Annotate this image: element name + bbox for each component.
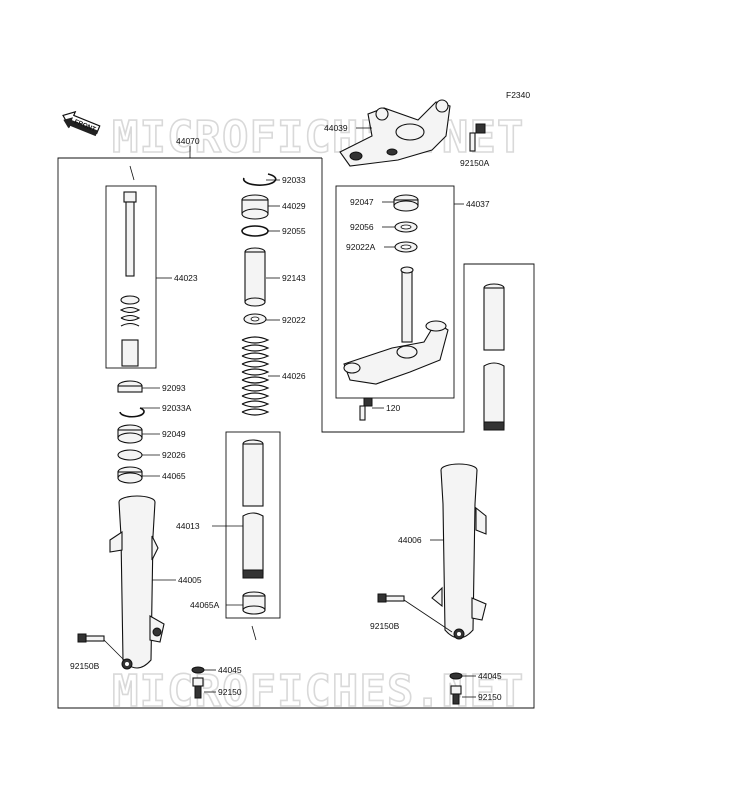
washer-44045-right xyxy=(449,672,463,680)
label-44029: 44029 xyxy=(282,201,306,211)
label-44005: 44005 xyxy=(178,575,202,585)
label-44039: 44039 xyxy=(324,123,348,133)
label-92150-right: 92150 xyxy=(478,692,502,702)
label-92022A: 92022A xyxy=(346,242,376,252)
damper-rod xyxy=(119,191,141,367)
outer-tube-44006 xyxy=(431,463,487,640)
outer-tube-44005 xyxy=(109,495,165,670)
washer-92022 xyxy=(243,313,267,325)
oil-seal-92049 xyxy=(117,424,143,444)
washer-92022A xyxy=(394,241,418,253)
label-92055: 92055 xyxy=(282,226,306,236)
label-120: 120 xyxy=(386,403,400,413)
bushing-44065A xyxy=(242,591,266,615)
dust-seal-92093 xyxy=(117,380,143,393)
label-44013: 44013 xyxy=(176,521,200,531)
label-92143: 92143 xyxy=(282,273,306,283)
spacer-92143 xyxy=(244,247,266,307)
lower-bracket xyxy=(343,266,449,385)
label-44026: 44026 xyxy=(282,371,306,381)
label-44037: 44037 xyxy=(466,199,490,209)
box-44037 xyxy=(335,185,455,399)
nut-92047 xyxy=(393,194,419,212)
label-44070: 44070 xyxy=(176,136,200,146)
label-92033: 92033 xyxy=(282,175,306,185)
label-92047: 92047 xyxy=(350,197,374,207)
bolt-92150B-right xyxy=(377,593,405,603)
label-92026: 92026 xyxy=(162,450,186,460)
circlip-92033A xyxy=(119,407,145,418)
washer-44045-left xyxy=(191,666,205,674)
circlip-92033 xyxy=(242,173,277,186)
right-inner-tube xyxy=(483,283,505,431)
main-group-frame xyxy=(57,157,535,709)
cap-44029 xyxy=(241,194,269,220)
label-44065A: 44065A xyxy=(190,600,220,610)
box-44023 xyxy=(105,185,157,369)
bushing-44065 xyxy=(117,466,143,484)
washer-92026 xyxy=(117,449,143,461)
bolt-92150-right xyxy=(450,685,462,705)
box-44013 xyxy=(225,431,281,619)
slide-tube-44013 xyxy=(242,439,264,579)
watermark-bottom: MICROFICHES.NET xyxy=(112,666,524,717)
label-92150B-left: 92150B xyxy=(70,661,100,671)
label-44045-left: 44045 xyxy=(218,665,242,675)
label-92150A: 92150A xyxy=(460,158,490,168)
bearing-92056 xyxy=(394,221,418,233)
label-92033A: 92033A xyxy=(162,403,192,413)
label-44006: 44006 xyxy=(398,535,422,545)
label-44045-right: 44045 xyxy=(478,671,502,681)
label-92049: 92049 xyxy=(162,429,186,439)
label-92150-left: 92150 xyxy=(218,687,242,697)
bolt-120 xyxy=(359,397,373,421)
bolt-92150A xyxy=(469,123,486,152)
bolt-92150B-left xyxy=(77,633,105,643)
label-92093: 92093 xyxy=(162,383,186,393)
label-44065: 44065 xyxy=(162,471,186,481)
label-92022: 92022 xyxy=(282,315,306,325)
spring-44026 xyxy=(241,336,270,416)
figure-code: F2340 xyxy=(506,90,530,100)
watermark-top: MICROFICHES.NET xyxy=(112,112,524,163)
label-92056: 92056 xyxy=(350,222,374,232)
label-44023: 44023 xyxy=(174,273,198,283)
bolt-92150-left xyxy=(192,677,204,699)
label-92150B-right: 92150B xyxy=(370,621,400,631)
upper-bracket xyxy=(339,99,451,167)
oring-92055 xyxy=(241,225,269,237)
front-arrow-icon: FRONT xyxy=(62,110,101,137)
